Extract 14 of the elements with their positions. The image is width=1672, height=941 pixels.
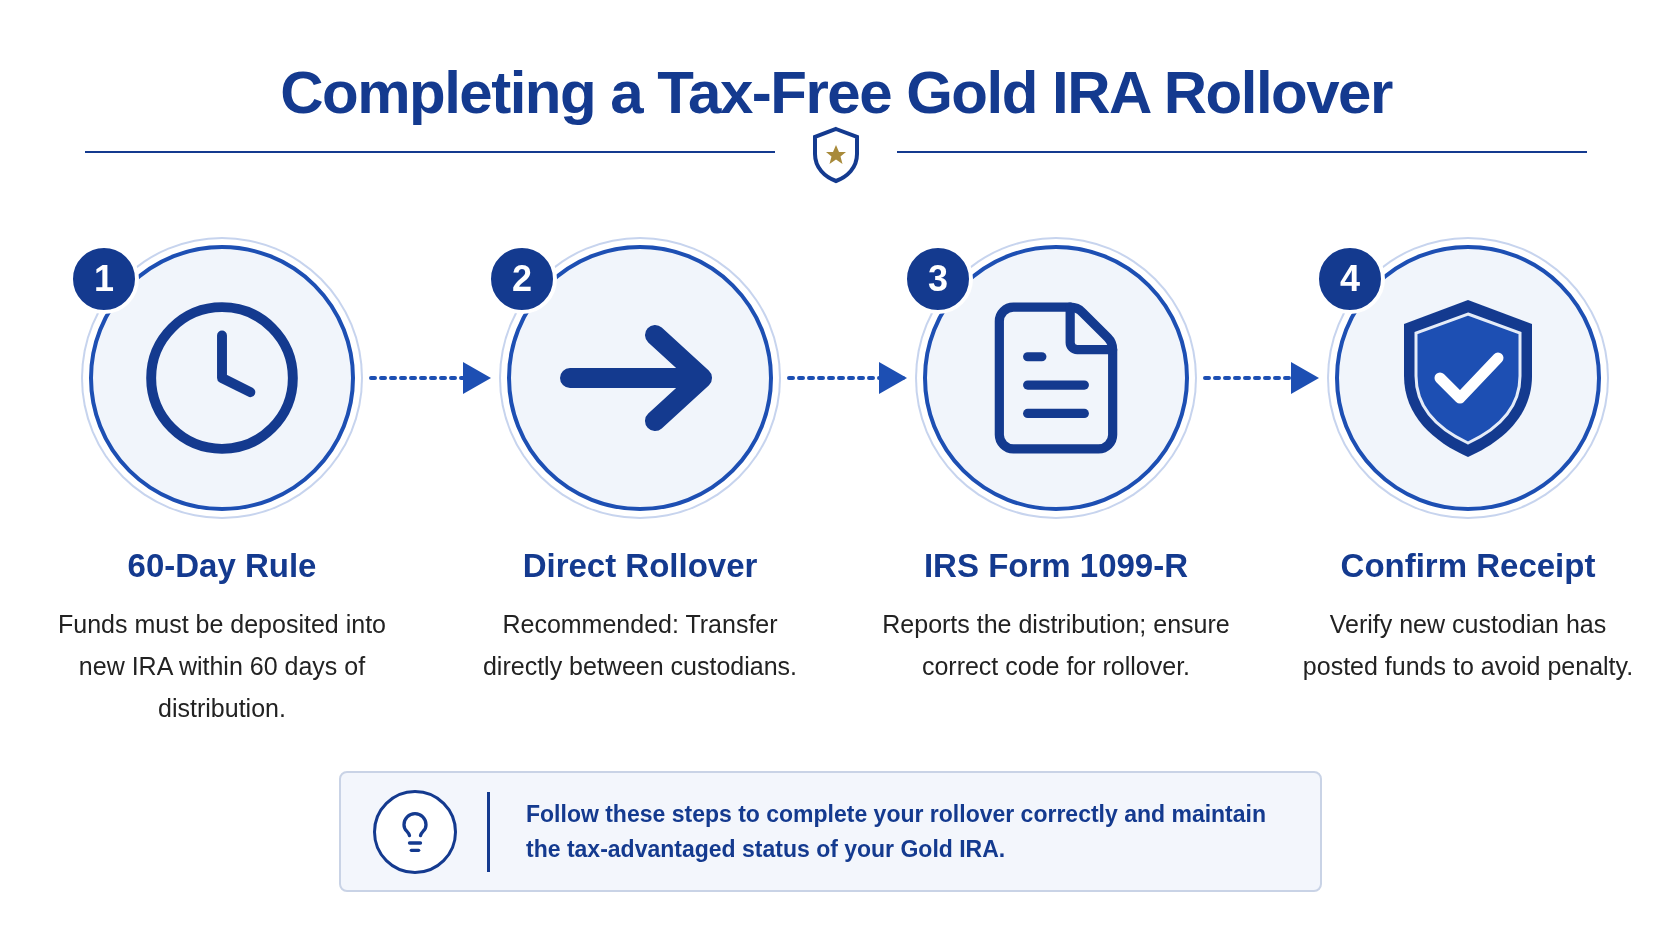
dotted-arrow <box>787 362 907 394</box>
step-description: Reports the distribution; ensure correct code for rollover. <box>881 608 1231 682</box>
dotted-arrow <box>1203 362 1319 394</box>
step-description: Recommended: Transfer directly between custodians. <box>481 608 799 682</box>
step-heading: IRS Form 1099-R <box>923 546 1189 586</box>
dotted-arrow <box>369 362 491 394</box>
step-heading: 60-Day Rule <box>127 546 317 586</box>
step-description: Funds must be deposited into new IRA within 60 days of distribution. <box>57 608 387 724</box>
title: Completing a Tax-Free Gold IRA Rollover <box>279 58 1394 128</box>
step-description: Verify new custodian has posted funds to avoid penalty. <box>1301 608 1635 682</box>
note-text: Follow these steps to complete your rollover correctly and maintain the tax-advantaged status of your Gold IRA. <box>526 799 1267 864</box>
note-box <box>339 771 1322 892</box>
step-heading: Confirm Receipt <box>1340 546 1596 586</box>
step-heading: Direct Rollover <box>522 546 758 586</box>
